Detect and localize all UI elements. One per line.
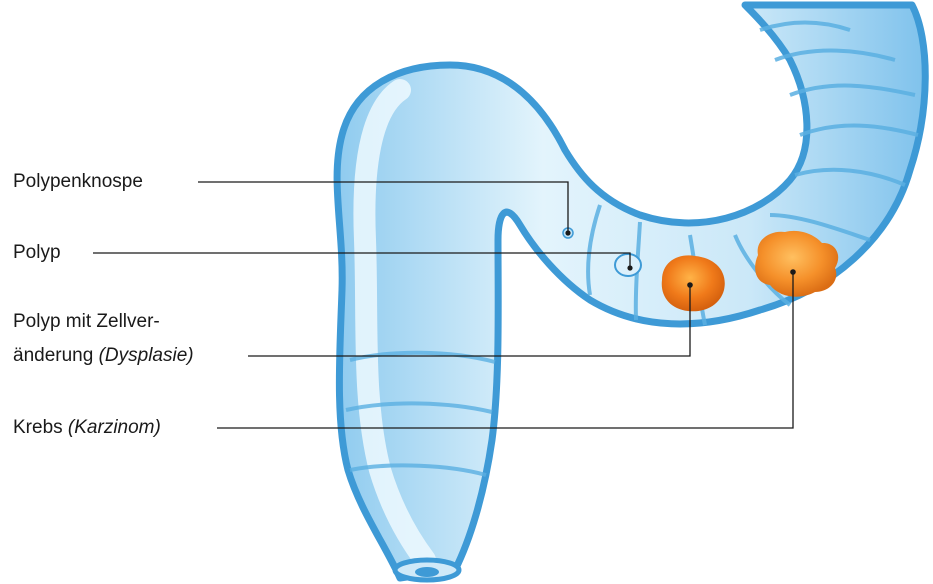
label-dysplasia-italic: (Dysplasie) xyxy=(99,345,194,366)
label-dysplasia-line1-text: Polyp mit Zellver- xyxy=(13,311,160,332)
label-polypenknospe-text: Polypenknospe xyxy=(13,171,143,192)
label-dysplasia-line1: Polyp mit Zellver- xyxy=(13,311,160,333)
label-krebs-italic: (Karzinom) xyxy=(68,417,161,438)
dysplasia-polyp xyxy=(662,255,725,311)
polyp-marker xyxy=(615,254,641,276)
label-dysplasia-line2-text: änderung xyxy=(13,345,99,366)
dot-polyp xyxy=(627,265,632,270)
colon-tube xyxy=(337,5,925,580)
dot-dysplasia xyxy=(687,282,693,288)
label-krebs-text: Krebs xyxy=(13,417,68,438)
rectum-opening xyxy=(395,560,459,580)
label-dysplasia-line2: änderung (Dysplasie) xyxy=(13,345,194,367)
dot-polypenknospe xyxy=(565,230,570,235)
label-polypenknospe: Polypenknospe xyxy=(13,171,143,193)
label-polyp-text: Polyp xyxy=(13,242,61,263)
label-polyp: Polyp xyxy=(13,242,61,264)
dot-krebs xyxy=(790,269,796,275)
label-krebs: Krebs (Karzinom) xyxy=(13,417,161,439)
